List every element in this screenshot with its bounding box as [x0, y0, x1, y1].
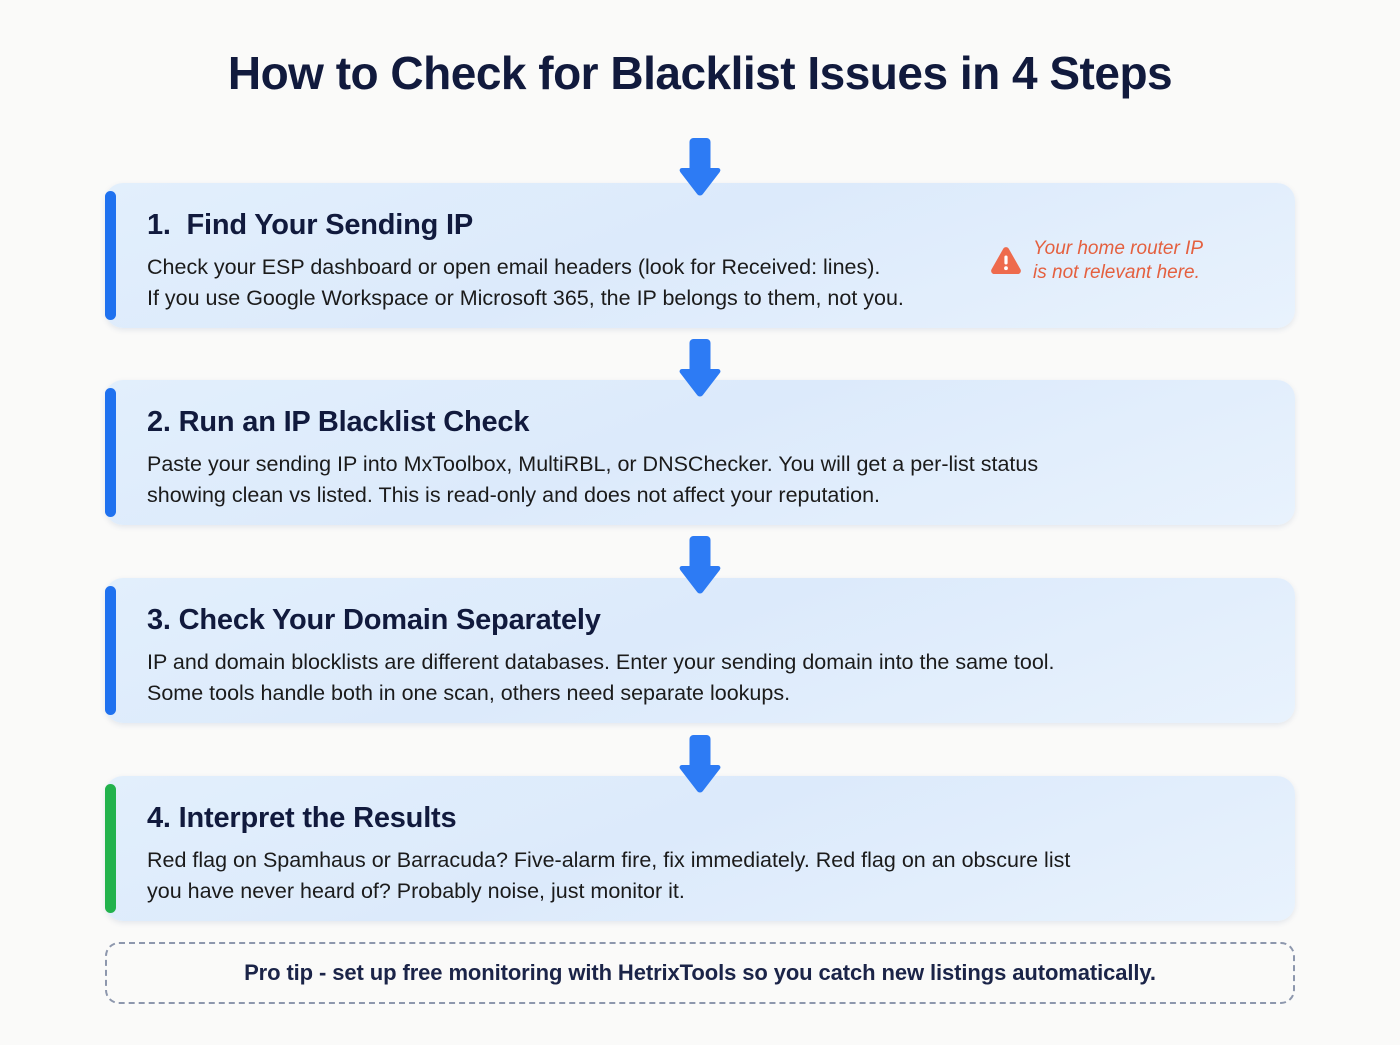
step-body-1: Check your ESP dashboard or open email h…	[147, 255, 904, 310]
step-heading-3: 3. Check Your Domain Separately	[147, 604, 601, 636]
step-accent-bar-4	[105, 784, 116, 913]
step-body-3: IP and domain blocklists are different d…	[147, 650, 1055, 705]
pro-tip-text: Pro tip - set up free monitoring with He…	[244, 960, 1156, 985]
arrow-down-icon-4	[675, 733, 725, 795]
step-heading-1: 1. Find Your Sending IP	[147, 209, 474, 241]
arrow-down-icon-2	[675, 337, 725, 399]
step-card-3: 3. Check Your Domain Separately IP and d…	[105, 578, 1295, 723]
step-card-4: 4. Interpret the Results Red flag on Spa…	[105, 776, 1295, 921]
step-card-1: 1. Find Your Sending IP Check your ESP d…	[105, 183, 1295, 328]
step-accent-bar-2	[105, 388, 116, 517]
page-title: How to Check for Blacklist Issues in 4 S…	[227, 47, 1173, 99]
step-card-2: 2. Run an IP Blacklist Check Paste your …	[105, 380, 1295, 525]
warning-text: Your home router IP is not relevant here…	[1033, 238, 1204, 283]
step-content-3: 3. Check Your Domain Separately IP and d…	[105, 578, 1295, 734]
arrow-down-icon-1	[675, 136, 725, 198]
step-content-1: 1. Find Your Sending IP Check your ESP d…	[105, 183, 1295, 339]
step-heading-2: 2. Run an IP Blacklist Check	[147, 406, 530, 438]
arrow-down-icon-3	[675, 534, 725, 596]
step-heading-4: 4. Interpret the Results	[147, 802, 457, 834]
pro-tip-box: Pro tip - set up free monitoring with He…	[105, 942, 1295, 1004]
step-content-4: 4. Interpret the Results Red flag on Spa…	[105, 776, 1295, 932]
step-body-2: Paste your sending IP into MxToolbox, Mu…	[147, 452, 1039, 507]
step-accent-bar-3	[105, 586, 116, 715]
step-content-2: 2. Run an IP Blacklist Check Paste your …	[105, 380, 1295, 536]
step-accent-bar-1	[105, 191, 116, 320]
step-body-4: Red flag on Spamhaus or Barracuda? Five-…	[147, 848, 1071, 903]
warning-callout: Your home router IP is not relevant here…	[989, 237, 1271, 285]
warning-triangle-icon	[989, 244, 1023, 278]
